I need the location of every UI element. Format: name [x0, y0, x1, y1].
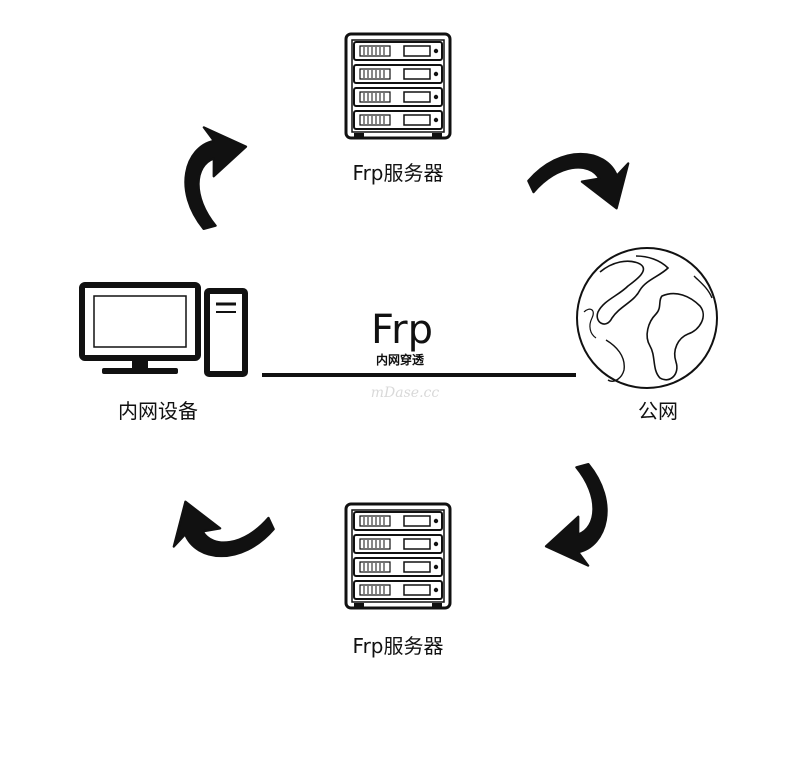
server-bottom: Frp服务器 [346, 504, 450, 658]
server-rack-icon [346, 504, 450, 609]
arrow-server-top-to-public [524, 132, 634, 222]
globe-icon [576, 247, 718, 389]
arrow-device-to-server-top [158, 122, 259, 235]
curved-arrow-icon [168, 488, 278, 578]
intranet-device-label: 内网设备 [118, 399, 198, 423]
arrow-public-to-server-bottom [533, 458, 634, 571]
server-bottom-label: Frp服务器 [353, 634, 444, 658]
curved-arrow-icon [533, 458, 634, 571]
server-top: Frp服务器 [346, 34, 450, 185]
server-top-label: Frp服务器 [353, 161, 444, 185]
desktop-computer-icon [79, 282, 248, 377]
intranet-device: 内网设备 [79, 282, 248, 423]
frp-title: Frp [371, 307, 433, 353]
frp-tunnel: Frp 内网穿透 mDase.cc [262, 307, 576, 401]
frp-subtitle: 内网穿透 [376, 352, 425, 367]
curved-arrow-icon [524, 132, 634, 222]
curved-arrow-icon [158, 122, 259, 235]
public-net-label: 公网 [638, 399, 678, 423]
arrow-server-bottom-to-device [168, 488, 278, 578]
public-net: 公网 [576, 247, 718, 423]
watermark: mDase.cc [371, 385, 440, 401]
server-rack-icon [346, 34, 450, 139]
